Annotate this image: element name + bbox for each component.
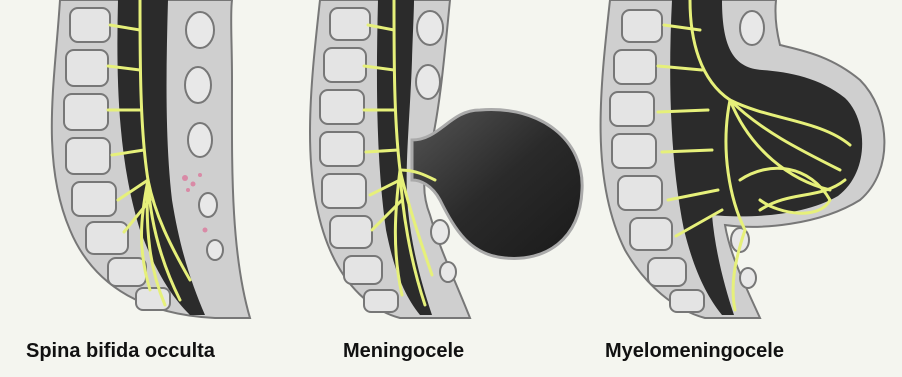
label-spina-bifida-occulta: Spina bifida occulta xyxy=(26,340,215,363)
panel-myelomeningocele xyxy=(601,0,885,318)
panel-meningocele xyxy=(310,0,582,318)
label-meningocele: Meningocele xyxy=(343,340,464,363)
panel-spina-bifida-occulta xyxy=(52,0,250,318)
caption-row: Spina bifida occulta Meningocele Myelome… xyxy=(0,330,902,370)
label-myelomeningocele: Myelomeningocele xyxy=(605,340,784,363)
spina-bifida-illustration xyxy=(0,0,902,325)
